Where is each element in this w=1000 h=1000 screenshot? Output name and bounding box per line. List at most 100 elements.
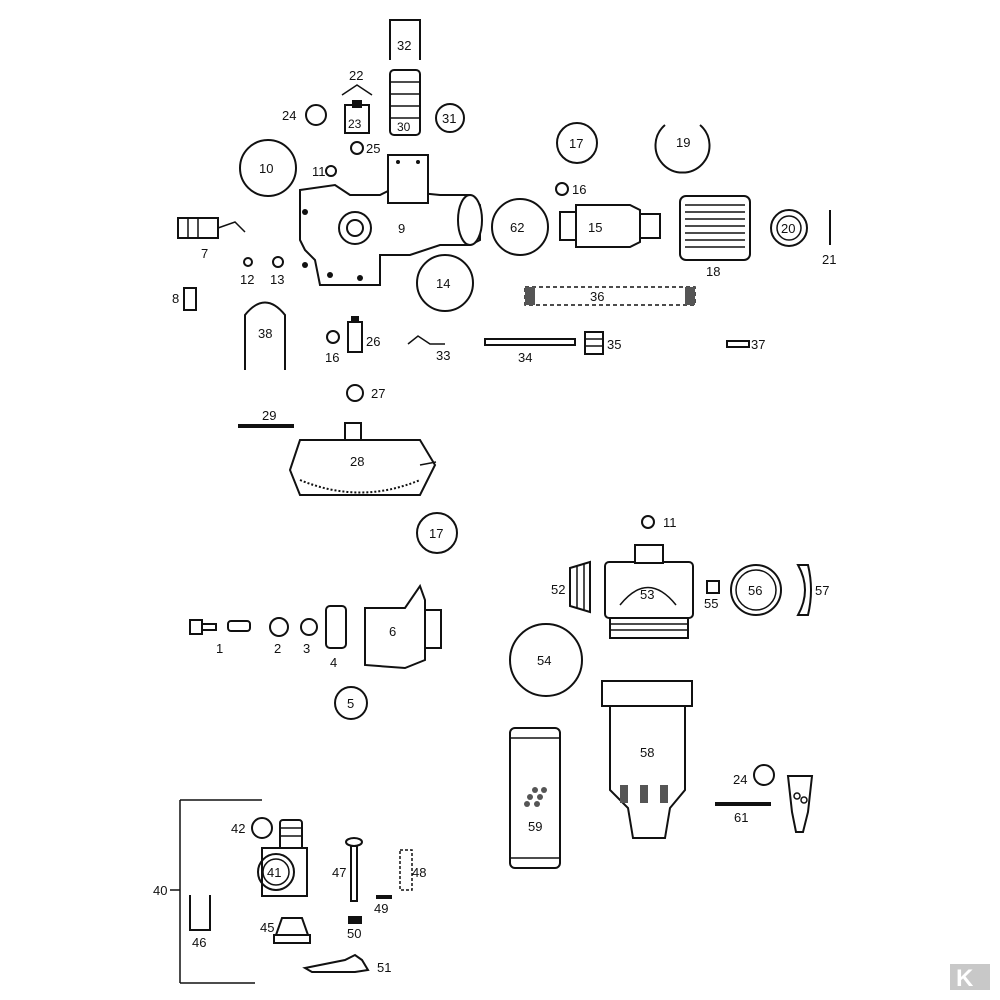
part-36-spring: 36 (524, 286, 696, 306)
label-28: 28 (350, 454, 364, 469)
svg-text:K: K (956, 965, 974, 992)
part-11-nut-top: 11 (312, 164, 337, 179)
label-12: 12 (240, 272, 254, 287)
part-13-ring: 13 (270, 256, 284, 287)
assembly-40-bracket: 40 (153, 799, 262, 984)
part-18-filter: 18 (679, 195, 751, 279)
label-15: 15 (588, 220, 602, 235)
label-26: 26 (366, 334, 380, 349)
part-31-ring: 31 (435, 103, 465, 133)
part-38-u-bolt: 38 (244, 301, 286, 370)
k-logo-watermark: K (950, 964, 990, 992)
part-53-head: 53 (604, 544, 694, 639)
label-1: 1 (216, 641, 223, 656)
part-28-bowl: 28 (288, 422, 437, 496)
label-27: 27 (371, 386, 385, 401)
part-14-ring: 14 (416, 254, 474, 312)
part-22-spring: 22 (341, 68, 373, 96)
label-38: 38 (258, 326, 272, 341)
label-62: 62 (510, 220, 524, 235)
label-32: 32 (397, 38, 411, 53)
label-41: 41 (267, 865, 281, 880)
part-41-valve-body: 41 (257, 819, 308, 897)
part-48-spring: 48 (399, 849, 426, 891)
part-5-ring: 5 (334, 686, 368, 720)
label-21: 21 (822, 252, 836, 267)
label-20: 20 (781, 221, 795, 236)
part-56-ring: 56 (730, 564, 782, 616)
part-32-u-clip: 32 (389, 19, 421, 60)
label-17-mid: 17 (429, 526, 443, 541)
label-37: 37 (751, 337, 765, 352)
label-51: 51 (377, 960, 391, 975)
part-7-coupling: 7 (177, 217, 246, 261)
part-1-bolt: 1 (189, 619, 251, 656)
part-21-pin: 21 (822, 210, 836, 267)
part-2-washer: 2 (269, 617, 289, 656)
label-18: 18 (706, 264, 720, 279)
part-54-ring: 54 (509, 623, 583, 697)
part-3-washer: 3 (300, 618, 318, 656)
part-29-bar: 29 (238, 408, 294, 428)
label-55: 55 (704, 596, 718, 611)
part-9-housing: 9 (299, 154, 483, 286)
label-9: 9 (398, 221, 405, 236)
part-12-ball: 12 (240, 257, 254, 287)
label-3: 3 (303, 641, 310, 656)
part-59-filter-element: 59 (509, 727, 561, 869)
part-16-ring-mid: 16 (325, 330, 340, 365)
label-49: 49 (374, 901, 388, 916)
label-36: 36 (590, 289, 604, 304)
part-15-sleeve: 15 (559, 204, 661, 248)
part-57-seal: 57 (796, 564, 829, 616)
label-24-top: 24 (282, 108, 296, 123)
part-61-bar: 61 (715, 802, 771, 825)
label-50: 50 (347, 926, 361, 941)
label-45: 45 (260, 920, 274, 935)
part-49-washer: 49 (374, 895, 392, 916)
label-8: 8 (172, 291, 179, 306)
label-13: 13 (270, 272, 284, 287)
part-47-pin: 47 (332, 837, 363, 902)
part-51-handle: 51 (302, 953, 391, 975)
label-16-top: 16 (572, 182, 586, 197)
label-2: 2 (274, 641, 281, 656)
label-59: 59 (528, 819, 542, 834)
label-58: 58 (640, 745, 654, 760)
part-19-ring: 19 (654, 124, 711, 174)
label-40: 40 (153, 883, 167, 898)
label-16-mid: 16 (325, 350, 339, 365)
part-34-rod: 34 (484, 338, 576, 365)
part-52-bellows: 52 (551, 560, 591, 614)
label-17-top: 17 (569, 136, 583, 151)
label-30: 30 (397, 120, 411, 134)
label-11-mid: 11 (663, 515, 677, 530)
label-5: 5 (347, 696, 354, 711)
label-10: 10 (259, 161, 273, 176)
label-54: 54 (537, 653, 551, 668)
label-31: 31 (442, 111, 456, 126)
label-46: 46 (192, 935, 206, 950)
label-25: 25 (366, 141, 380, 156)
label-29: 29 (262, 408, 276, 423)
label-42: 42 (231, 821, 245, 836)
part-8-block: 8 (172, 287, 197, 311)
part-27-ring: 27 (346, 384, 385, 402)
part-62-ring: 62 (491, 198, 549, 256)
part-50-nut: 50 (347, 916, 362, 941)
label-61: 61 (734, 810, 748, 825)
label-53: 53 (640, 587, 654, 602)
part-16-ring-top: 16 (555, 182, 586, 197)
label-24-lower: 24 (733, 772, 747, 787)
label-33: 33 (436, 348, 450, 363)
label-34: 34 (518, 350, 532, 365)
label-48: 48 (412, 865, 426, 880)
part-17-ring-mid: 17 (416, 512, 458, 554)
part-24-ring: 24 (282, 104, 327, 126)
part-26-valve: 26 (347, 316, 380, 353)
part-17-ring-top: 17 (556, 122, 598, 164)
part-45-cap: 45 (260, 917, 311, 944)
part-6-elbow: 6 (364, 583, 442, 670)
label-56: 56 (748, 583, 762, 598)
